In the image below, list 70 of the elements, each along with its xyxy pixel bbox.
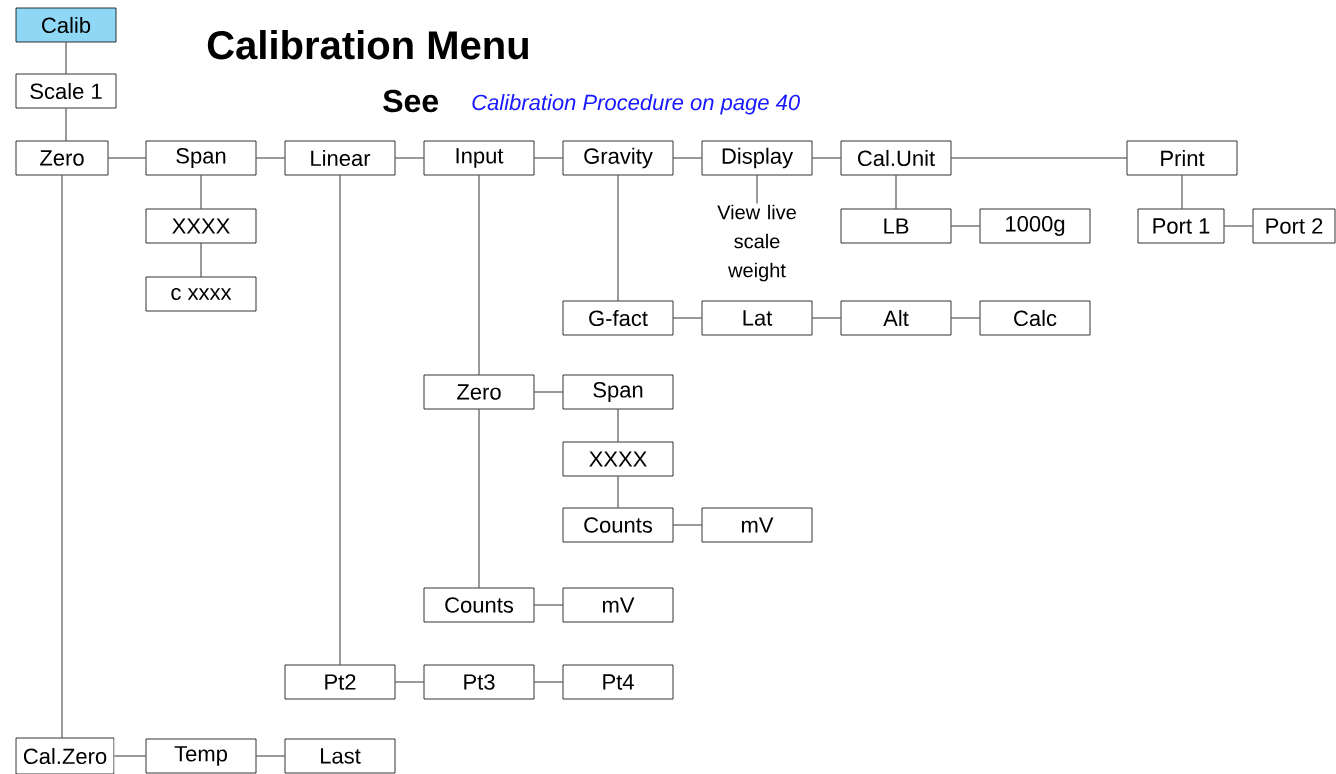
menu-box: Span [562, 374, 674, 410]
menu-box: Port 2 [1252, 208, 1336, 244]
connector-line [534, 391, 563, 393]
menu-box: Display [701, 140, 813, 176]
menu-box: Calib [15, 7, 117, 43]
menu-box: Pt4 [562, 664, 674, 700]
connector-line [478, 175, 480, 375]
connector-line [114, 755, 146, 757]
menu-box: Lat [701, 300, 813, 336]
menu-box: Span [145, 140, 257, 176]
connector-line [534, 157, 563, 159]
link-text: Calibration Procedure on page 40 [472, 94, 800, 115]
connector-line [478, 409, 480, 588]
menu-box: Input [423, 140, 535, 176]
connector-line [65, 42, 67, 74]
connector-line [395, 157, 424, 159]
note-text: View live scale weight [717, 204, 796, 282]
menu-box: G-fact [562, 300, 674, 336]
connector-line [534, 604, 563, 606]
connector-line [61, 175, 63, 738]
connector-line [256, 755, 285, 757]
connector-line [65, 108, 67, 141]
connector-line [951, 157, 1127, 159]
menu-box: mV [562, 587, 674, 623]
see-label: See [383, 89, 439, 113]
connector-line [756, 175, 758, 204]
menu-box: Counts [562, 507, 674, 543]
connector-line [673, 524, 702, 526]
menu-box: Print [1126, 140, 1238, 176]
menu-box: XXXX [145, 208, 257, 244]
menu-box: Cal.Unit [840, 140, 952, 176]
connector-line [108, 157, 146, 159]
connector-line [951, 225, 980, 227]
menu-box: Last [284, 738, 396, 774]
menu-box: LB [840, 208, 952, 244]
connector-line [951, 317, 980, 319]
connector-line [395, 681, 424, 683]
menu-box: Alt [840, 300, 952, 336]
connector-line [1224, 225, 1253, 227]
connector-line [534, 681, 563, 683]
title: Calibration Menu [207, 30, 528, 60]
menu-box: Pt2 [284, 664, 396, 700]
connector-line [200, 175, 202, 209]
menu-box: Pt3 [423, 664, 535, 700]
menu-box: XXXX [562, 441, 674, 477]
menu-box: 1000g [979, 208, 1091, 244]
menu-box: Port 1 [1137, 208, 1225, 244]
connector-line [1181, 175, 1183, 209]
connector-line [200, 243, 202, 277]
menu-box: Cal.Zero [15, 737, 115, 774]
connector-line [617, 476, 619, 508]
connector-line [256, 157, 285, 159]
menu-box: Scale 1 [15, 73, 117, 109]
menu-box: Counts [423, 587, 535, 623]
connector-line [895, 175, 897, 209]
menu-box: Zero [423, 374, 535, 410]
connector-line [812, 157, 841, 159]
connector-line [812, 317, 841, 319]
connector-line [339, 175, 341, 665]
connector-line [617, 175, 619, 301]
menu-box: Linear [284, 140, 396, 176]
connector-line [673, 317, 702, 319]
menu-box: Temp [145, 738, 257, 774]
connector-line [673, 157, 702, 159]
menu-box: Calc [979, 300, 1091, 336]
menu-box: c xxxx [145, 276, 257, 312]
menu-box: mV [701, 507, 813, 543]
menu-box: Gravity [562, 140, 674, 176]
connector-line [617, 409, 619, 442]
menu-box: Zero [15, 140, 109, 176]
